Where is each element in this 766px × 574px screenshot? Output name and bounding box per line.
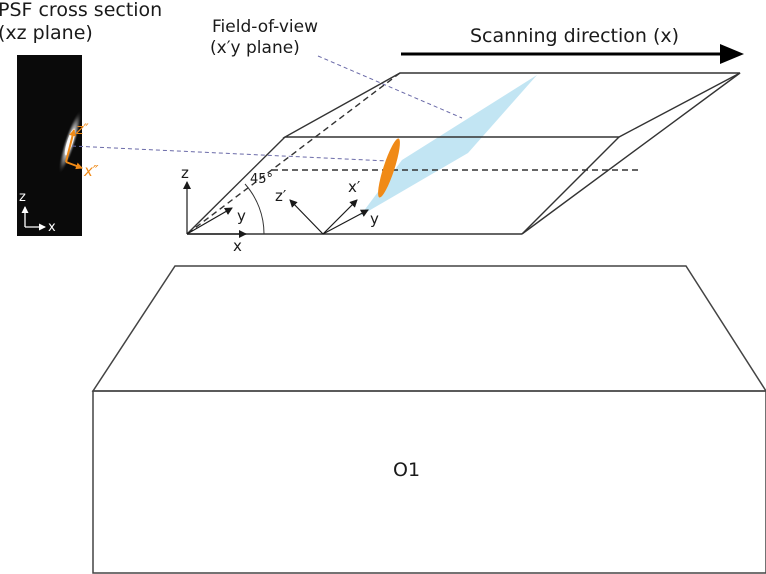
angle-label: 45° — [250, 172, 273, 187]
tilted-y-label: y — [370, 210, 379, 228]
lab-x-label: x — [233, 237, 242, 255]
tilted-z-prime-label: z′ — [275, 187, 287, 205]
sample-volume — [186, 72, 741, 235]
fov-title-line2: (x′y plane) — [210, 38, 300, 58]
scan-direction-label: Scanning direction (x) — [470, 25, 679, 47]
psf-title-line2: (xz plane) — [0, 22, 93, 44]
psf-z-double-prime-label: z″ — [75, 122, 89, 138]
psf-x-prime-arrow — [65, 161, 83, 170]
psf-title-line1: PSF cross section — [0, 0, 162, 21]
psf-image: z″ x″ z x — [17, 55, 99, 236]
psf-guide-line — [71, 145, 389, 162]
fov-guide-line — [317, 55, 463, 119]
psf-focus-ellipse — [378, 138, 400, 198]
lab-y-label: y — [237, 207, 246, 225]
psf-x-label: x — [48, 220, 56, 235]
angle-arc — [244, 183, 265, 235]
objective-o1-label: O1 — [393, 459, 420, 481]
fov-title-line1: Field-of-view — [212, 17, 318, 37]
objective-o1 — [91, 265, 766, 574]
psf-z-label: z — [19, 190, 26, 205]
tilted-x-prime-label: x′ — [348, 178, 361, 196]
lab-z-label: z — [181, 164, 189, 182]
psf-z-prime-arrow — [65, 129, 76, 163]
scan-direction-arrow — [401, 44, 744, 64]
fov-light-sheet — [360, 75, 537, 216]
tilted-axes — [289, 199, 369, 235]
lab-axes — [183, 181, 247, 238]
psf-x-double-prime-label: x″ — [83, 162, 99, 180]
